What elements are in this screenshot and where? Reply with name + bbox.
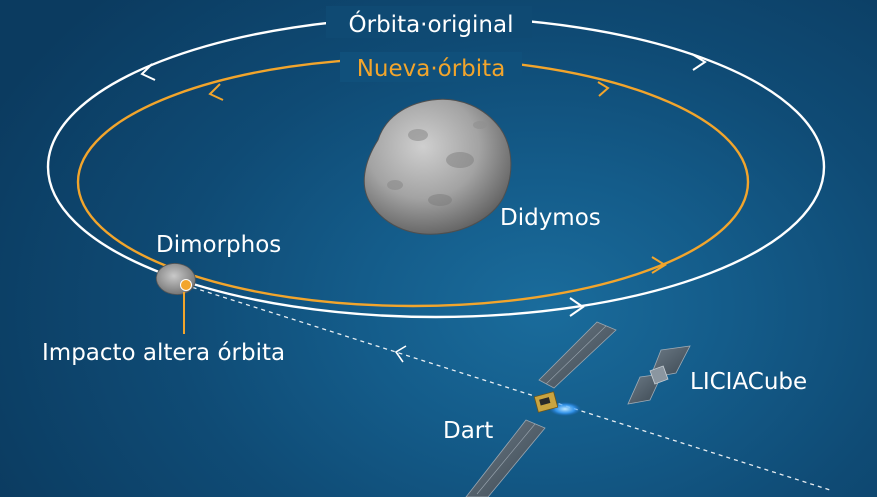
dimorphos-label: Dimorphos (156, 232, 281, 258)
dart-trajectory-line (184, 284, 831, 491)
orbit-arrow-icon (208, 83, 224, 101)
orbit-arrow-icon (140, 63, 156, 81)
liciacube-spacecraft-icon (627, 345, 691, 405)
orbit-arrow-icon (651, 256, 667, 274)
orbit-arrow-icon (597, 81, 610, 97)
didymos-asteroid-icon (363, 98, 512, 235)
dart-spacecraft-icon (465, 321, 617, 497)
liciacube-label: LICIACube (690, 369, 807, 395)
orbit-arrow-icon (569, 297, 585, 317)
didymos-label: Didymos (500, 205, 601, 231)
orbit-arrow-icon (691, 53, 707, 71)
trajectory-arrow-icon (394, 345, 407, 363)
new-orbit-label: Nueva·órbita (357, 56, 506, 82)
dimorphos-asteroid-icon (155, 263, 196, 295)
original-orbit-label: Órbita·original (349, 10, 514, 38)
impact-label: Impacto altera órbita (42, 340, 285, 366)
dart-label: Dart (443, 418, 493, 444)
